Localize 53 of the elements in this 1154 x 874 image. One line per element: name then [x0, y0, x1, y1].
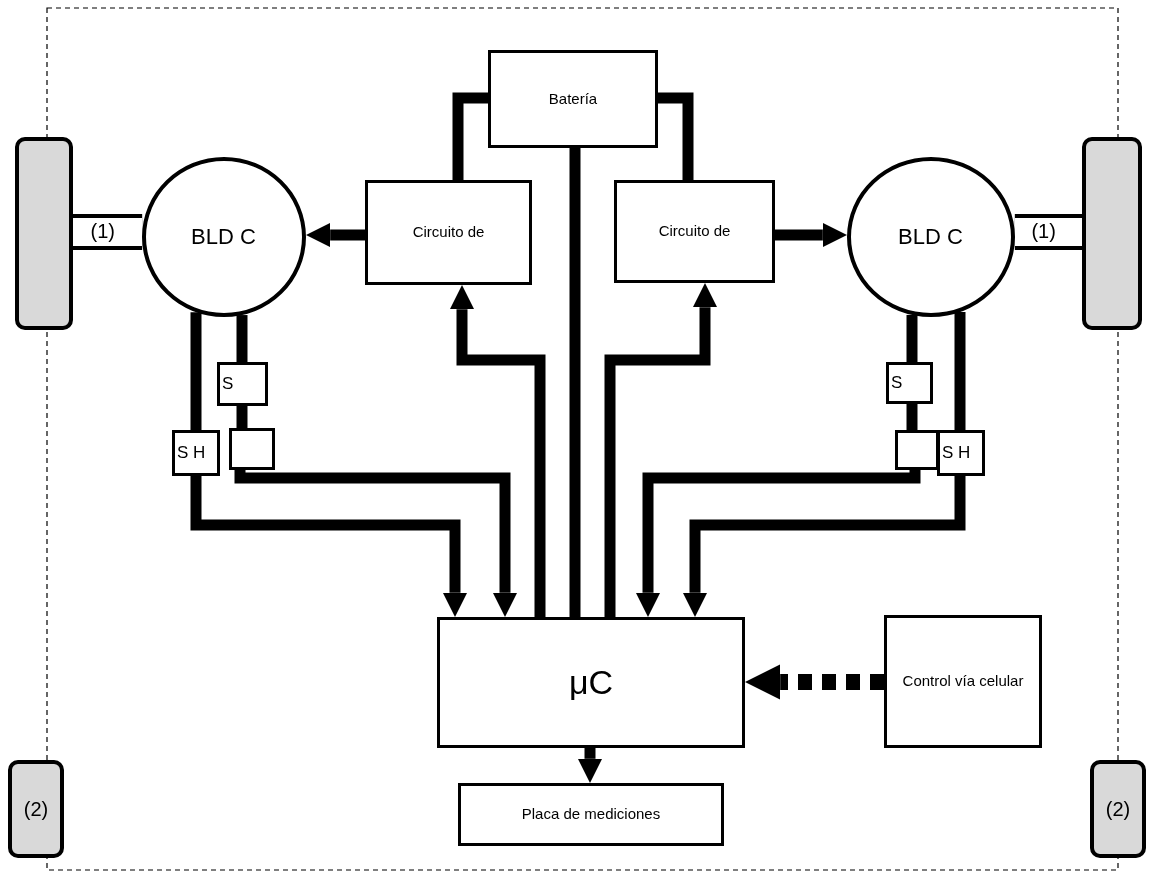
edge-label: (1) [1031, 221, 1056, 241]
wheel [1082, 137, 1142, 330]
node-label: Batería [548, 89, 598, 109]
arrow [775, 222, 848, 248]
wheel [1090, 760, 1146, 858]
sensor-box [172, 430, 220, 476]
microcontroller-label: μC [568, 662, 614, 704]
connector-line [569, 148, 581, 617]
wheel [15, 137, 73, 330]
process-box [365, 180, 532, 285]
arrow [577, 748, 603, 783]
process-box [458, 783, 724, 846]
arrow [682, 476, 966, 617]
connector-line [906, 404, 918, 430]
arrow [234, 470, 518, 617]
node-label: BLD C [898, 223, 964, 251]
node-label: S [222, 373, 234, 395]
node-label: (2) [1105, 796, 1131, 822]
node-label: S H [177, 442, 206, 464]
node-label: BLD C [191, 223, 257, 251]
connector-line [190, 312, 202, 430]
process-box [884, 615, 1042, 748]
shaft [73, 214, 143, 250]
arrow [449, 285, 546, 617]
microcontroller-box [437, 617, 745, 748]
arrow [190, 476, 468, 617]
node-label: Placa de mediciones [521, 805, 661, 824]
sensor-box [217, 362, 268, 406]
process-box [488, 50, 658, 148]
connector-line [236, 315, 248, 362]
sensor-box [937, 430, 985, 476]
node-label: Circuito de [658, 222, 731, 241]
arrow [635, 470, 921, 617]
arrow [604, 283, 718, 617]
process-box [614, 180, 775, 283]
arrow [305, 222, 365, 248]
connector-line [906, 314, 918, 362]
connector-line [658, 92, 694, 180]
node-label: Circuito de [412, 223, 485, 242]
node-label: S H [942, 442, 971, 464]
connector-line [452, 92, 488, 180]
edge-label: (1) [90, 221, 116, 241]
connector-line [236, 406, 248, 428]
wheel [8, 760, 64, 858]
sensor-box [229, 428, 275, 470]
sensor-box [895, 430, 939, 470]
arrow [745, 664, 884, 700]
connector-line [954, 312, 966, 430]
node-label: (2) [23, 796, 49, 822]
sensor-box [886, 362, 933, 404]
shaft [1014, 214, 1082, 250]
node-label: Control vía celular [902, 672, 1024, 691]
node-label: S [891, 372, 903, 394]
